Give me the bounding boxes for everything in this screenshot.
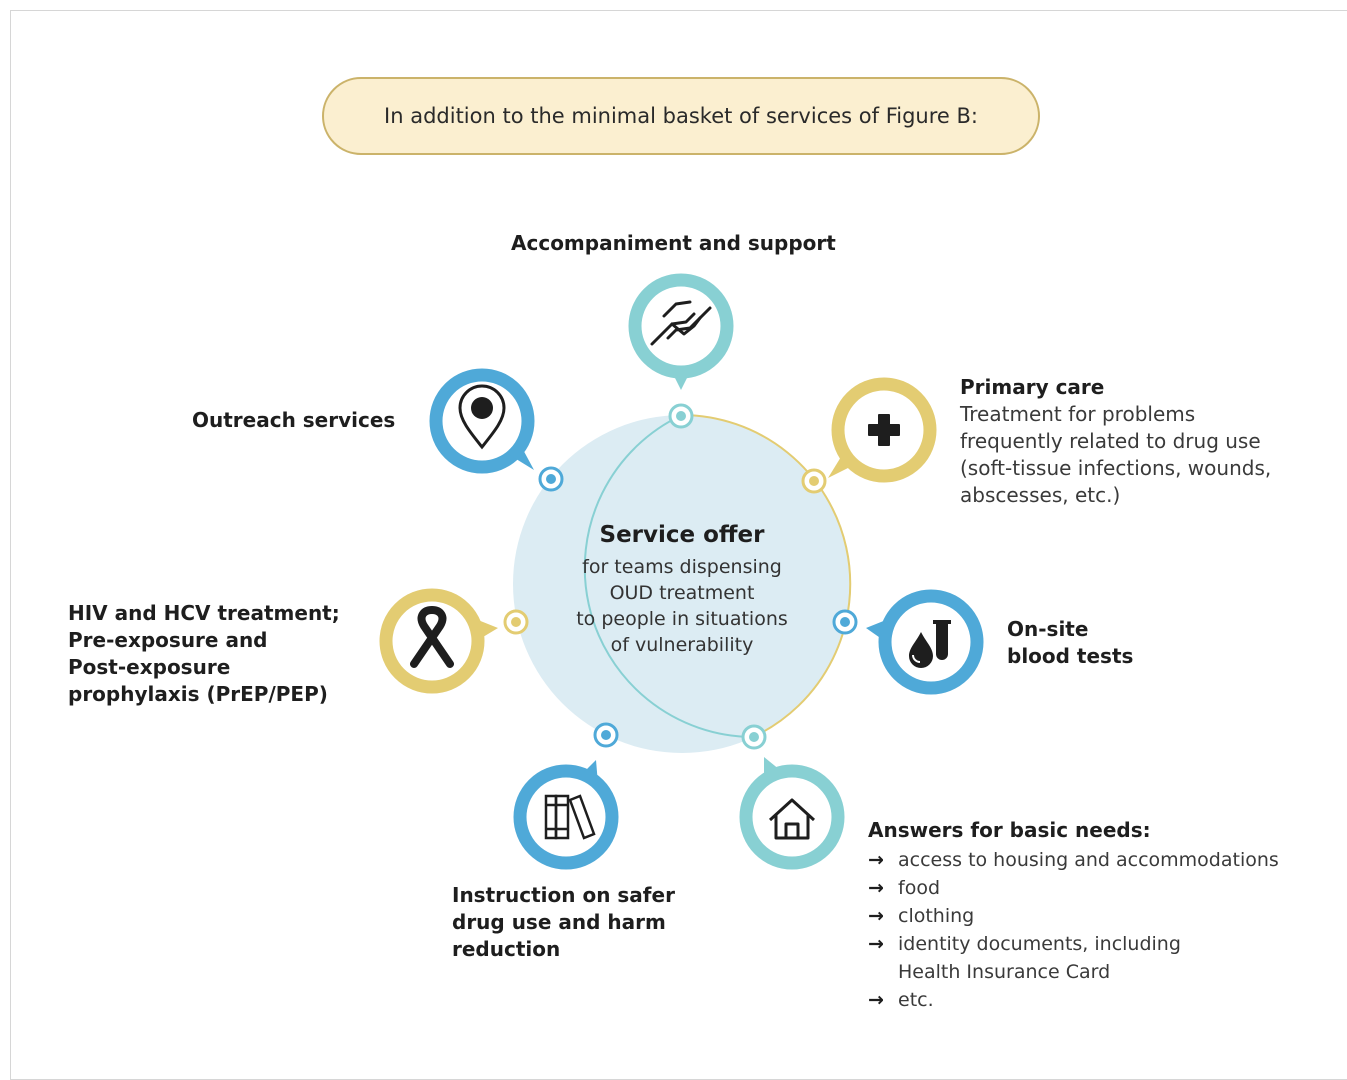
hiv-title-1: HIV and HCV treatment; (68, 601, 340, 625)
location-pin-icon (458, 384, 506, 450)
basic-needs-item: access to housing and accommodations (868, 846, 1279, 874)
dot-basic-needs (741, 724, 767, 750)
label-hiv: HIV and HCV treatment; Pre-exposure and … (68, 600, 340, 708)
dot-hiv (503, 609, 529, 635)
circle-rim-right (681, 414, 852, 738)
center-line-4: of vulnerability (610, 634, 754, 656)
dot-outreach (538, 466, 564, 492)
center-title: Service offer (599, 522, 765, 548)
connector-dots (503, 403, 858, 750)
instruction-title-3: reduction (452, 937, 561, 961)
label-primary-care: Primary care Treatment for problems freq… (960, 374, 1271, 509)
plus-icon (868, 414, 900, 446)
center-label: Service offer for teams dispensing OUD t… (540, 522, 824, 658)
instruction-title-1: Instruction on safer (452, 883, 675, 907)
basic-needs-item: clothing (868, 902, 1279, 930)
dot-accompaniment (668, 403, 694, 429)
basic-needs-item: etc. (868, 986, 1279, 1014)
primary-care-desc-3: (soft-tissue infections, wounds, (960, 456, 1272, 480)
primary-care-desc-4: abscesses, etc.) (960, 483, 1121, 507)
dot-instruction (593, 722, 619, 748)
label-outreach: Outreach services (192, 408, 396, 432)
label-blood-tests: On-site blood tests (1007, 616, 1133, 670)
hiv-title-2: Pre-exposure and (68, 628, 268, 652)
bubble-instruction (513, 760, 619, 870)
center-line-3: to people in situations (576, 608, 788, 630)
instruction-title-2: drug use and harm (452, 910, 666, 934)
primary-care-desc-2: frequently related to drug use (960, 429, 1261, 453)
circle-rim-left (583, 414, 754, 738)
primary-care-title: Primary care (960, 375, 1105, 399)
books-icon (544, 794, 596, 840)
basic-needs-title: Answers for basic needs: (868, 818, 1151, 842)
house-icon (768, 798, 816, 840)
blood-tests-title-1: On-site (1007, 617, 1089, 641)
bubble-outreach (429, 368, 535, 474)
intro-banner-text: In addition to the minimal basket of ser… (384, 104, 978, 128)
basic-needs-item-cont: Health Insurance Card (898, 961, 1111, 983)
intro-banner: In addition to the minimal basket of ser… (322, 77, 1040, 155)
basic-needs-item-text: identity documents, including (898, 933, 1181, 955)
hiv-title-3: Post-exposure (68, 655, 231, 679)
bubble-accompaniment (628, 273, 734, 390)
ribbon-icon (410, 605, 454, 668)
bubble-primary-care (828, 377, 937, 483)
bubble-blood-tests (866, 589, 984, 695)
center-line-2: OUD treatment (609, 582, 755, 604)
handshake-icon (650, 300, 712, 346)
blood-tests-title-2: blood tests (1007, 644, 1134, 668)
dot-primary-care (801, 468, 827, 494)
primary-care-desc-1: Treatment for problems (960, 402, 1196, 426)
bubble-hiv (379, 588, 498, 694)
label-basic-needs: Answers for basic needs: access to housi… (868, 817, 1279, 1014)
center-line-1: for teams dispensing (582, 556, 782, 578)
bubble-basic-needs (739, 757, 845, 870)
basic-needs-item: food (868, 874, 1279, 902)
label-accompaniment: Accompaniment and support (511, 231, 836, 255)
basic-needs-list: access to housing and accommodations foo… (868, 846, 1279, 1014)
central-circle (513, 415, 851, 753)
label-instruction: Instruction on safer drug use and harm r… (452, 882, 675, 963)
blood-test-icon (909, 620, 951, 668)
hiv-title-4: prophylaxis (PrEP/PEP) (68, 682, 328, 706)
dot-blood-tests (832, 609, 858, 635)
